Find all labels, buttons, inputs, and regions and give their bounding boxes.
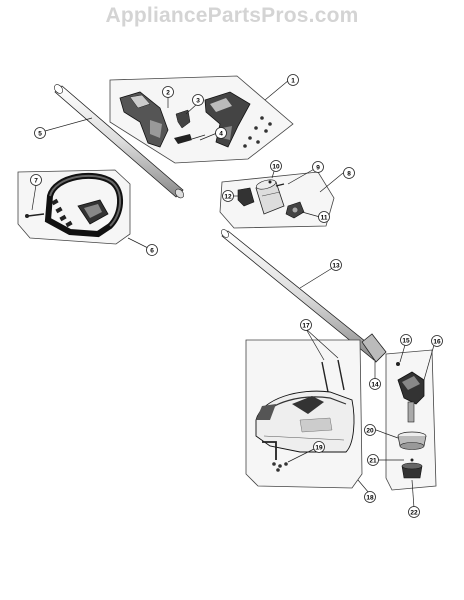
callout-circle: [364, 424, 376, 436]
watermark-text: AppliancePartsPros.com: [105, 4, 359, 27]
callout-circle: [215, 127, 227, 139]
callout-number: 10: [272, 163, 280, 170]
callout-18: 18: [364, 491, 376, 503]
callout-circle: [34, 127, 46, 139]
callout-number: 4: [219, 130, 223, 137]
callout-number: 1: [291, 77, 295, 84]
callout-9: 9: [312, 161, 324, 173]
callout-circle: [431, 335, 443, 347]
callout-15: 15: [400, 334, 412, 346]
callout-number: 11: [321, 214, 328, 221]
callout-circle: [192, 94, 204, 106]
lower-shaft: [221, 229, 387, 363]
callout-12: 12: [222, 190, 234, 202]
callout-number: 17: [302, 322, 310, 329]
callout-number: 5: [38, 130, 42, 137]
callout-circle: [146, 244, 158, 256]
callout-circle: [369, 378, 381, 390]
callout-circle: [287, 74, 299, 86]
callout-17: 17: [300, 319, 312, 331]
coupler-group: [219, 171, 335, 229]
callout-number: 2: [166, 89, 170, 96]
callout-number: 20: [366, 427, 374, 434]
callout-10: 10: [270, 160, 282, 172]
callout-circle: [408, 506, 420, 518]
callout-5: 5: [34, 127, 46, 139]
callout-8: 8: [343, 167, 355, 179]
callout-number: 22: [410, 509, 418, 516]
callout-number: 7: [34, 177, 38, 184]
handle-housing-group: [109, 75, 294, 164]
callout-number: 12: [224, 193, 232, 200]
callout-circle: [222, 190, 234, 202]
callout-circle: [162, 86, 174, 98]
auxiliary-handle-group: [17, 169, 131, 245]
leader-lines: [31, 79, 435, 509]
callout-number: 14: [371, 381, 379, 388]
callout-22: 22: [408, 506, 420, 518]
callout-11: 11: [318, 211, 330, 223]
callout-19: 19: [313, 441, 325, 453]
callout-number: 15: [402, 337, 410, 344]
callout-number: 16: [433, 338, 441, 345]
callout-circle: [400, 334, 412, 346]
callout-number: 18: [366, 494, 374, 501]
callout-circle: [270, 160, 282, 172]
upper-shaft: [54, 84, 184, 199]
callout-circle: [300, 319, 312, 331]
callout-13: 13: [330, 259, 342, 271]
callout-number: 3: [196, 97, 200, 104]
callout-7: 7: [30, 174, 42, 186]
callout-circle: [367, 454, 379, 466]
callout-number: 9: [316, 164, 320, 171]
callout-circle: [30, 174, 42, 186]
callout-circle: [313, 441, 325, 453]
guard-group: [245, 339, 363, 489]
callout-circle: [330, 259, 342, 271]
callout-number: 8: [347, 170, 351, 177]
callout-4: 4: [215, 127, 227, 139]
callout-circle: [343, 167, 355, 179]
trimmer-head-group: [385, 349, 437, 491]
callout-3: 3: [192, 94, 204, 106]
callout-1: 1: [287, 74, 299, 86]
callout-20: 20: [364, 424, 376, 436]
callout-number: 13: [332, 262, 340, 269]
callout-circle: [318, 211, 330, 223]
callout-14: 14: [369, 378, 381, 390]
callout-circle: [364, 491, 376, 503]
callout-circle: [312, 161, 324, 173]
callout-number: 21: [369, 457, 377, 464]
callout-number: 19: [315, 444, 323, 451]
callout-21: 21: [367, 454, 379, 466]
callout-2: 2: [162, 86, 174, 98]
callout-number: 6: [150, 247, 154, 254]
callout-16: 16: [431, 335, 443, 347]
callout-6: 6: [146, 244, 158, 256]
